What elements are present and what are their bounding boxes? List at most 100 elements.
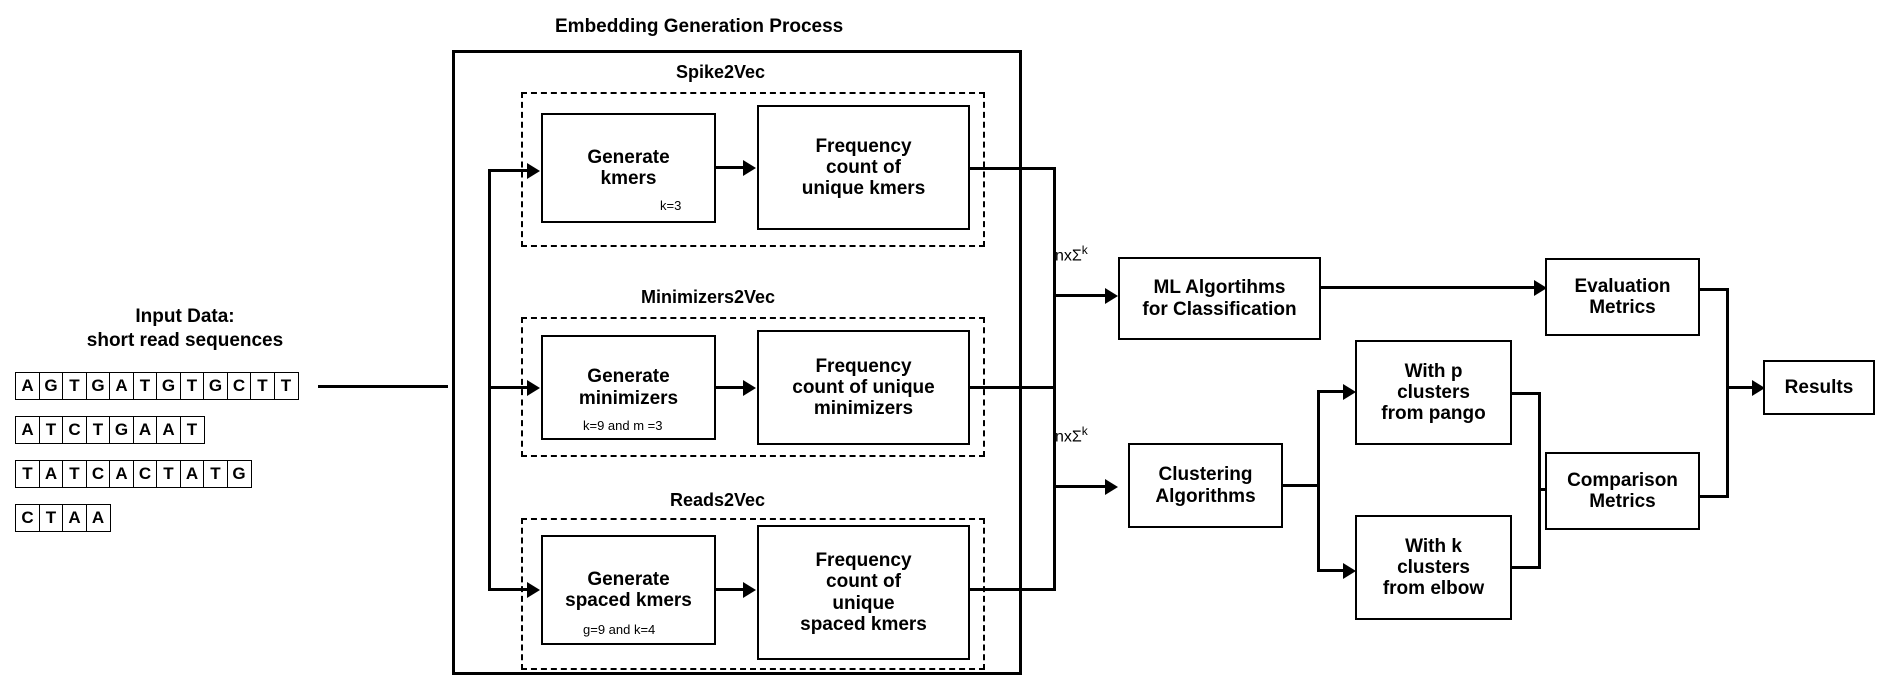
- nucleotide-cell: A: [62, 504, 87, 532]
- frequency-minimizers-label: Frequency count of unique minimizers: [792, 355, 935, 420]
- edge-to-generate-kmers: [488, 169, 528, 172]
- nucleotide-cell: T: [250, 372, 275, 400]
- generate-kmers-box[interactable]: Generate kmers: [541, 113, 716, 223]
- edge-clustering-split: [1283, 484, 1319, 487]
- edge-evaluation-out: [1700, 288, 1728, 291]
- pipeline-label-minimizers2vec: Minimizers2Vec: [637, 287, 780, 308]
- edge-cluster-p-out: [1512, 392, 1540, 395]
- edge-to-generate-spaced-kmers: [488, 588, 528, 591]
- nucleotide-cell: T: [38, 504, 64, 532]
- generate-minimizers-label: Generate minimizers: [578, 366, 679, 409]
- edge-label-classification-dim-sup: k: [1081, 243, 1088, 257]
- nucleotide-cell: T: [38, 416, 64, 444]
- generate-kmers-param: k=3: [660, 198, 682, 213]
- edge-comparison-out: [1700, 495, 1728, 498]
- edge-metrics-merge-vertical: [1726, 288, 1729, 498]
- generate-kmers-label: Generate kmers: [587, 146, 670, 189]
- arrowhead: [527, 380, 540, 396]
- frequency-kmers-label: Frequency count of unique kmers: [801, 135, 926, 200]
- edge-input-trunk: [318, 385, 448, 388]
- arrowhead: [743, 380, 756, 396]
- diagram-title: Embedding Generation Process: [555, 16, 844, 37]
- edge-to-cluster-p: [1317, 390, 1345, 393]
- evaluation-metrics-box[interactable]: Evaluation Metrics: [1545, 258, 1700, 336]
- cluster-k-label: With k clusters from elbow: [1382, 535, 1485, 600]
- nucleotide-cell: C: [15, 504, 40, 532]
- pipeline-label-reads2vec: Reads2Vec: [666, 490, 770, 511]
- edge-cluster-merge-vertical: [1538, 392, 1541, 569]
- edge-generate-to-frequency-minimizers: [716, 386, 744, 389]
- edge-bus-to-clustering: [1053, 485, 1108, 488]
- nucleotide-cell: A: [38, 460, 64, 488]
- nucleotide-cell: G: [203, 372, 228, 400]
- arrowhead: [527, 582, 540, 598]
- edge-ml-to-evaluation: [1321, 286, 1536, 289]
- clustering-algorithms-label: Clustering Algorithms: [1155, 464, 1256, 507]
- nucleotide-cell: T: [179, 416, 205, 444]
- edge-label-classification-dim: nxΣk: [1055, 243, 1088, 265]
- nucleotide-cell: A: [132, 416, 158, 444]
- arrowhead: [1534, 280, 1547, 296]
- nucleotide-cell: C: [132, 460, 158, 488]
- frequency-spaced-kmers-box[interactable]: Frequency count of unique spaced kmers: [757, 525, 970, 660]
- input-caption: Input Data: short read sequences: [20, 305, 350, 353]
- nucleotide-cell: T: [62, 460, 87, 488]
- edge-label-clustering-dim: nxΣk: [1055, 424, 1088, 446]
- nucleotide-cell: T: [203, 460, 228, 488]
- nucleotide-cell: G: [85, 372, 111, 400]
- nucleotide-cell: T: [15, 460, 40, 488]
- nucleotide-cell: T: [132, 372, 158, 400]
- cluster-p-label: With p clusters from pango: [1381, 360, 1486, 425]
- clustering-algorithms-box[interactable]: Clustering Algorithms: [1128, 443, 1283, 528]
- nucleotide-cell: T: [179, 372, 205, 400]
- nucleotide-cell: G: [38, 372, 64, 400]
- cluster-p-box[interactable]: With p clusters from pango: [1355, 340, 1512, 445]
- frequency-spaced-kmers-label: Frequency count of unique spaced kmers: [800, 549, 927, 635]
- generate-minimizers-box[interactable]: Generate minimizers: [541, 335, 716, 440]
- ml-algorithms-label: ML Algortihms for Classification: [1142, 277, 1297, 320]
- generate-spaced-kmers-param: g=9 and k=4: [583, 622, 656, 637]
- edge-cluster-k-out: [1512, 566, 1540, 569]
- edge-label-clustering-dim-sup: k: [1081, 424, 1088, 438]
- edge-generate-to-frequency-spaced-kmers: [716, 588, 744, 591]
- arrowhead: [1343, 563, 1356, 579]
- nucleotide-cell: C: [85, 460, 111, 488]
- edge-label-clustering-dim-text: nxΣ: [1055, 428, 1082, 446]
- arrowhead: [1343, 384, 1356, 400]
- comparison-metrics-box[interactable]: Comparison Metrics: [1545, 452, 1700, 530]
- nucleotide-cell: A: [15, 416, 40, 444]
- nucleotide-cell: A: [156, 416, 181, 444]
- nucleotide-cell: A: [85, 504, 111, 532]
- edge-freq3-out: [970, 588, 1055, 591]
- cluster-k-box[interactable]: With k clusters from elbow: [1355, 515, 1512, 620]
- arrowhead: [743, 582, 756, 598]
- results-box[interactable]: Results: [1763, 360, 1875, 415]
- arrowhead: [1105, 288, 1118, 304]
- frequency-minimizers-box[interactable]: Frequency count of unique minimizers: [757, 330, 970, 445]
- edge-input-distributor: [488, 170, 491, 590]
- edge-clustering-split-vertical: [1317, 390, 1320, 572]
- comparison-metrics-label: Comparison Metrics: [1567, 469, 1678, 512]
- edge-freq2-out: [970, 386, 1055, 389]
- ml-algorithms-box[interactable]: ML Algortihms for Classification: [1118, 257, 1321, 340]
- nucleotide-cell: T: [85, 416, 111, 444]
- evaluation-metrics-label: Evaluation Metrics: [1574, 275, 1671, 318]
- arrowhead: [1752, 380, 1765, 396]
- nucleotide-cell: A: [109, 372, 134, 400]
- input-caption-line1: Input Data:: [135, 306, 235, 327]
- edge-merge-to-results: [1726, 386, 1754, 389]
- nucleotide-cell: A: [15, 372, 40, 400]
- arrowhead: [743, 160, 756, 176]
- generate-spaced-kmers-box[interactable]: Generate spaced kmers: [541, 535, 716, 645]
- nucleotide-cell: C: [226, 372, 252, 400]
- pipeline-label-spike2vec: Spike2Vec: [672, 62, 770, 83]
- arrowhead: [1105, 479, 1118, 495]
- generate-spaced-kmers-label: Generate spaced kmers: [565, 568, 692, 611]
- frequency-kmers-box[interactable]: Frequency count of unique kmers: [757, 105, 970, 230]
- nucleotide-cell: T: [62, 372, 87, 400]
- pipeline-group-reads2vec: [521, 518, 985, 670]
